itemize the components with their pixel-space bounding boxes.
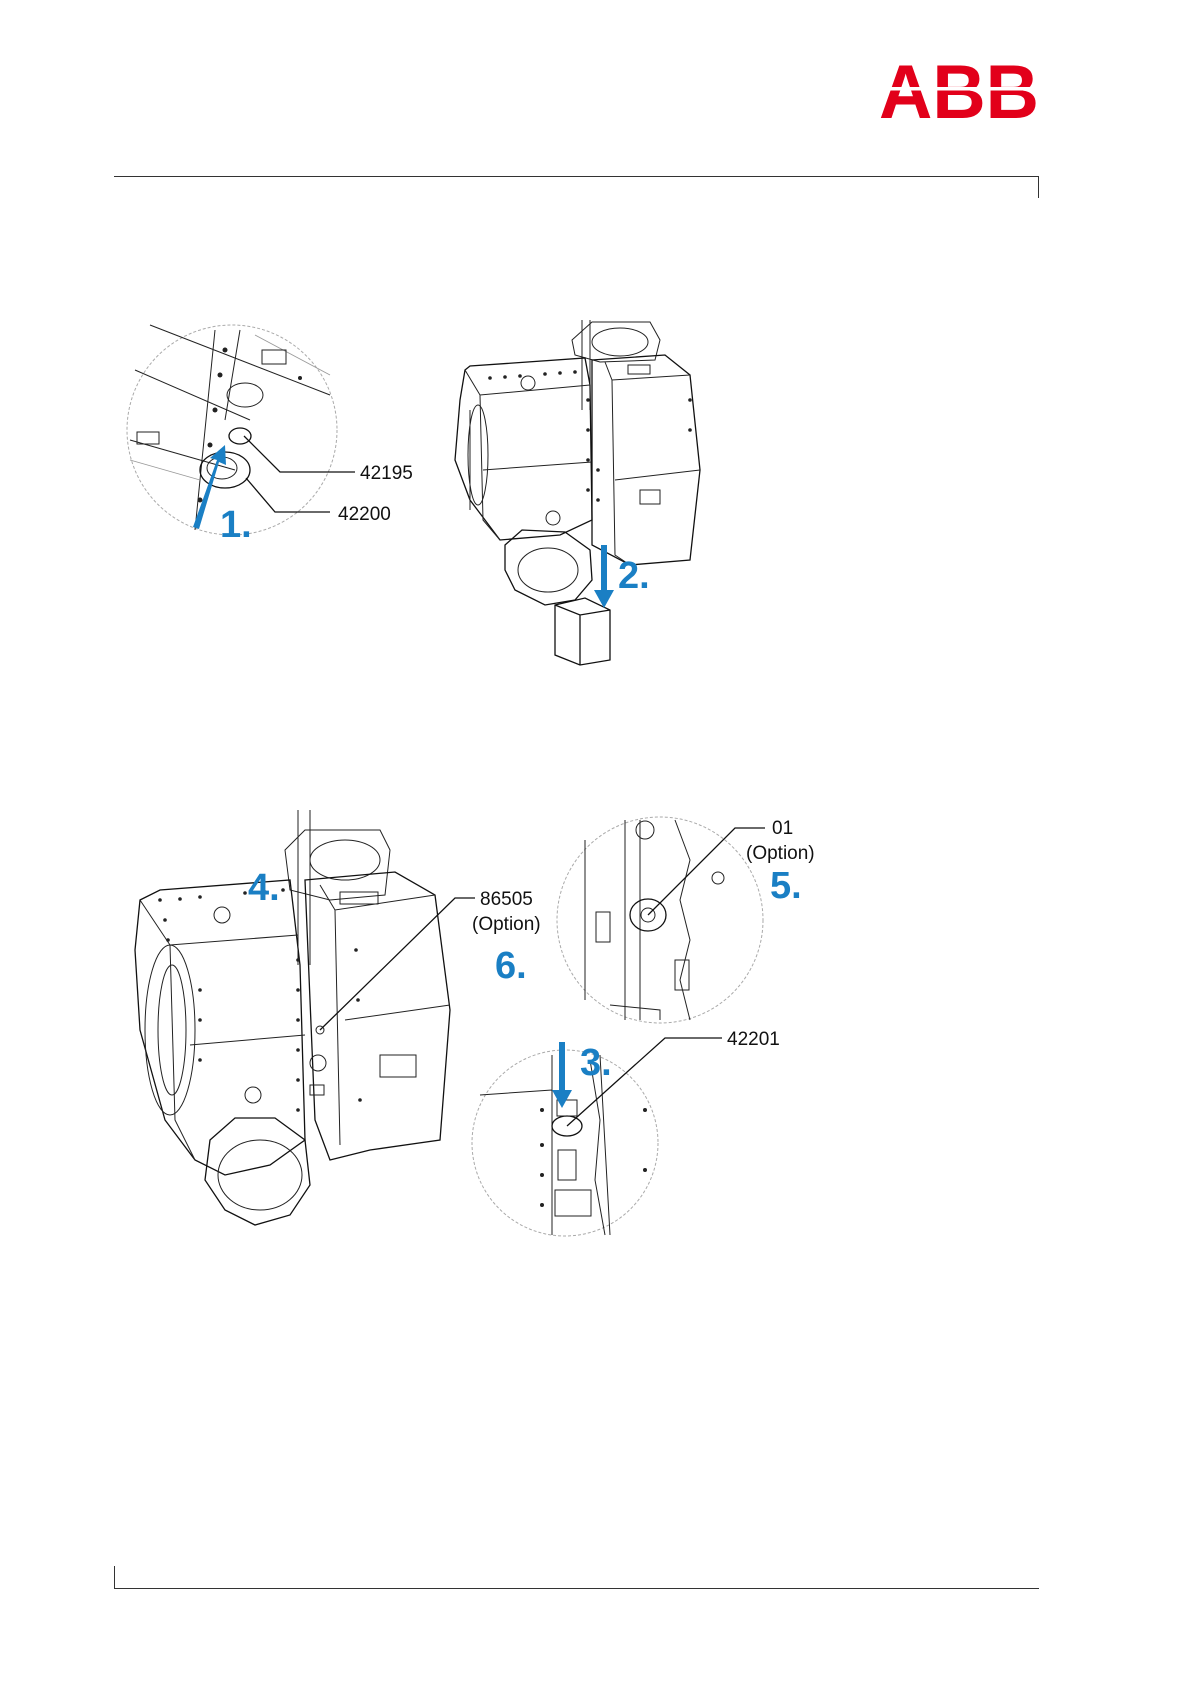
step-label-4: 4.	[248, 867, 280, 909]
callout-01-note: (Option)	[746, 843, 815, 864]
callout-42195: 42195	[360, 463, 413, 484]
step-label-2: 2.	[618, 555, 650, 597]
callout-86505: 86505	[480, 889, 533, 910]
callout-42200: 42200	[338, 504, 391, 525]
footer-rule	[114, 1588, 1039, 1589]
assembly-view-top	[455, 320, 700, 665]
step-label-1: 1.	[220, 504, 252, 546]
step-label-6: 6.	[495, 945, 527, 987]
detail-view-3	[472, 1042, 658, 1236]
detail-view-5	[557, 817, 763, 1023]
step-label-3: 3.	[580, 1042, 612, 1084]
callout-01: 01	[772, 818, 793, 839]
leader-86505	[320, 898, 475, 1030]
footer-rule-tick	[114, 1566, 115, 1588]
step-label-5: 5.	[770, 865, 802, 907]
assembly-view-bottom	[135, 810, 450, 1225]
callout-86505-note: (Option)	[472, 914, 541, 935]
callout-42201: 42201	[727, 1029, 780, 1050]
